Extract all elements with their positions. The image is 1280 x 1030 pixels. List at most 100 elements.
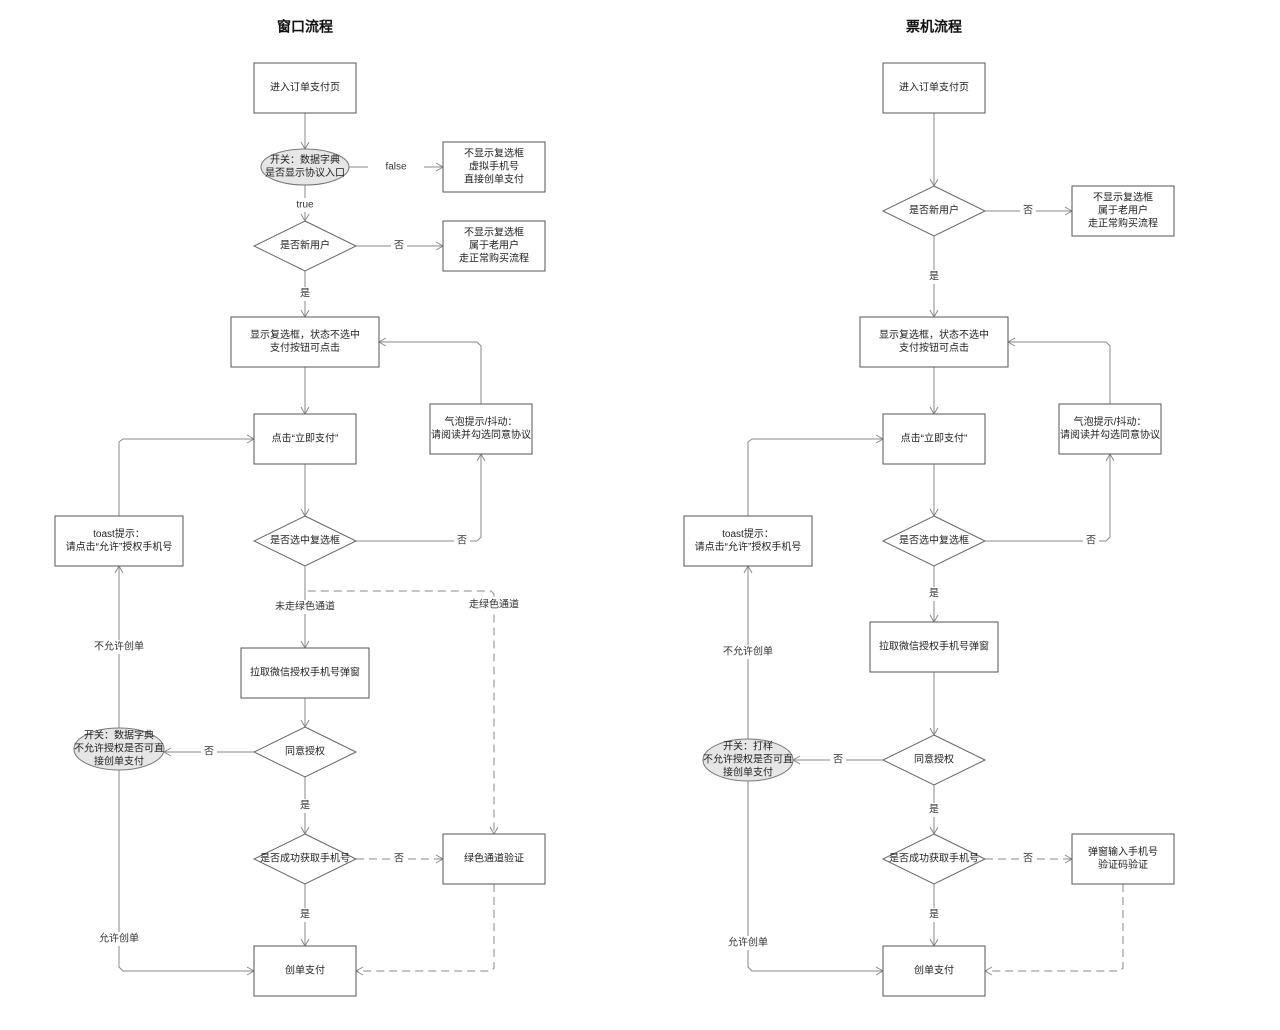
node-label-line: 点击“立即支付” [272,432,339,445]
node-label-line: 是否显示协议入口 [265,166,345,179]
node-bubble-tip: 气泡提示/抖动：请阅读并勾选同意协议 [1058,403,1162,455]
process-box [869,621,999,673]
node-label-line: 请点击“允许”授权手机号 [66,540,173,553]
edge-label-bg [1083,534,1099,548]
node-label-line: 不允许授权是否可直 [74,742,164,755]
edge-label-bg [391,852,407,866]
edge-label: 否 [204,746,214,758]
node-label-line: 点击“立即支付” [901,432,968,445]
node-enter-order: 进入订单支付页 [253,62,357,114]
node-label-line: 拉取微信授权手机号弹窗 [250,666,360,679]
edge-label-bg [297,287,313,301]
switch-ellipse [702,738,794,782]
flow-edge [300,464,310,518]
flow-edge: 否 [356,852,445,866]
node-label-line: 显示复选框，状态不选中 [879,328,989,341]
connector [379,341,482,404]
node-label-line: 属于老用户 [469,239,519,252]
flow-edge: 不允许创单 [91,564,147,728]
flow-edge: 是 [297,777,313,836]
node-label-line: 气泡提示/抖动： [1074,415,1147,428]
node-label-line: 同意授权 [914,753,954,766]
edge-label-bg [1020,852,1036,866]
flow-edge: 是 [926,236,942,319]
edge-label: 是 [929,909,939,921]
edge-label-bg [926,803,942,817]
process-box [859,316,1009,368]
process-box [253,413,357,465]
node-create-pay: 创单支付 [882,945,986,997]
edge-label-bg [830,753,846,767]
edge-label: true [296,200,314,211]
switch-ellipse [73,727,165,771]
node-label-line: 支付按钮可点击 [270,341,340,354]
process-box [253,62,357,114]
connector [747,438,883,566]
node-get-phone: 是否成功获取手机号 [252,833,358,885]
edge-label: 是 [300,288,310,300]
node-label-line: 同意授权 [285,745,325,758]
process-box [253,945,357,997]
process-box [442,220,546,272]
flow-edge: 走绿色通道 [304,566,522,836]
flow-edge [983,884,1124,976]
node-is-checked: 是否选中复选框 [252,515,358,567]
node-label-line: 进入订单支付页 [270,81,340,94]
node-toast-tip: toast提示：请点击“允许”授权手机号 [683,515,813,567]
node-label-line: 开关：数据字典 [84,729,154,742]
node-agree-auth: 同意授权 [252,726,358,778]
edge-label-bg [96,932,142,946]
edge-label: 是 [300,909,310,921]
edge-label: 否 [457,535,467,547]
flow-edge: 未走绿色通道 [272,566,338,650]
nodes: 进入订单支付页开关：数据字典是否显示协议入口不显示复选框虚拟手机号直接创单支付是… [54,62,546,997]
node-label-line: 直接创单支付 [464,173,524,186]
node-bubble-tip: 气泡提示/抖动：请阅读并勾选同意协议 [429,403,533,455]
node-label-line: 创单支付 [285,964,325,977]
edge-label-bg [282,198,328,212]
edge-label: 不允许创单 [723,645,773,658]
node-create-pay: 创单支付 [253,945,357,997]
edge-label: 允许创单 [99,932,139,945]
window-flow-diagram: 窗口流程falsetrue否是否未走绿色通道走绿色通道否不允许创单是否是允许创单… [54,19,546,997]
flow-edge: 否 [162,745,254,759]
decision-diamond [252,515,358,567]
switch-ellipse [260,148,350,186]
flow-edge: 允许创单 [725,781,885,976]
node-label-line: 接创单支付 [723,766,773,779]
node-wechat-popup: 拉取微信授权手机号弹窗 [240,647,370,699]
node-label-line: 支付按钮可点击 [899,341,969,354]
edge-label-bg [720,645,776,659]
edge-label-bg [926,908,942,922]
decision-diamond [881,833,987,885]
edge-label: 否 [1023,205,1033,217]
edge-label-bg [466,598,522,612]
edge-label: 允许创单 [728,936,768,949]
dashed-connector [356,884,495,972]
node-is-new-user: 是否新用户 [881,185,987,237]
process-box [1071,833,1175,885]
flow-edge: 否 [985,452,1115,548]
edge-label: 否 [833,754,843,766]
node-toast-tip: toast提示：请点击“允许”授权手机号 [54,515,184,567]
edge-label-bg [725,936,771,950]
node-label-line: 接创单支付 [94,755,144,768]
node-label-line: 走正常购买流程 [459,252,529,265]
node-label-line: 虚拟手机号 [469,160,519,173]
decision-diamond [881,185,987,237]
node-label-line: 不允许授权是否可直 [703,753,793,766]
node-label-line: 开关：打样 [723,740,773,753]
node-enter-order: 进入订单支付页 [882,62,986,114]
node-label-line: 是否成功获取手机号 [889,852,979,865]
edge-label-bg [201,745,217,759]
flow-edge [377,337,482,404]
node-label-line: toast提示： [722,528,774,540]
flow-edge [929,464,939,518]
edge-label: 是 [929,588,939,600]
